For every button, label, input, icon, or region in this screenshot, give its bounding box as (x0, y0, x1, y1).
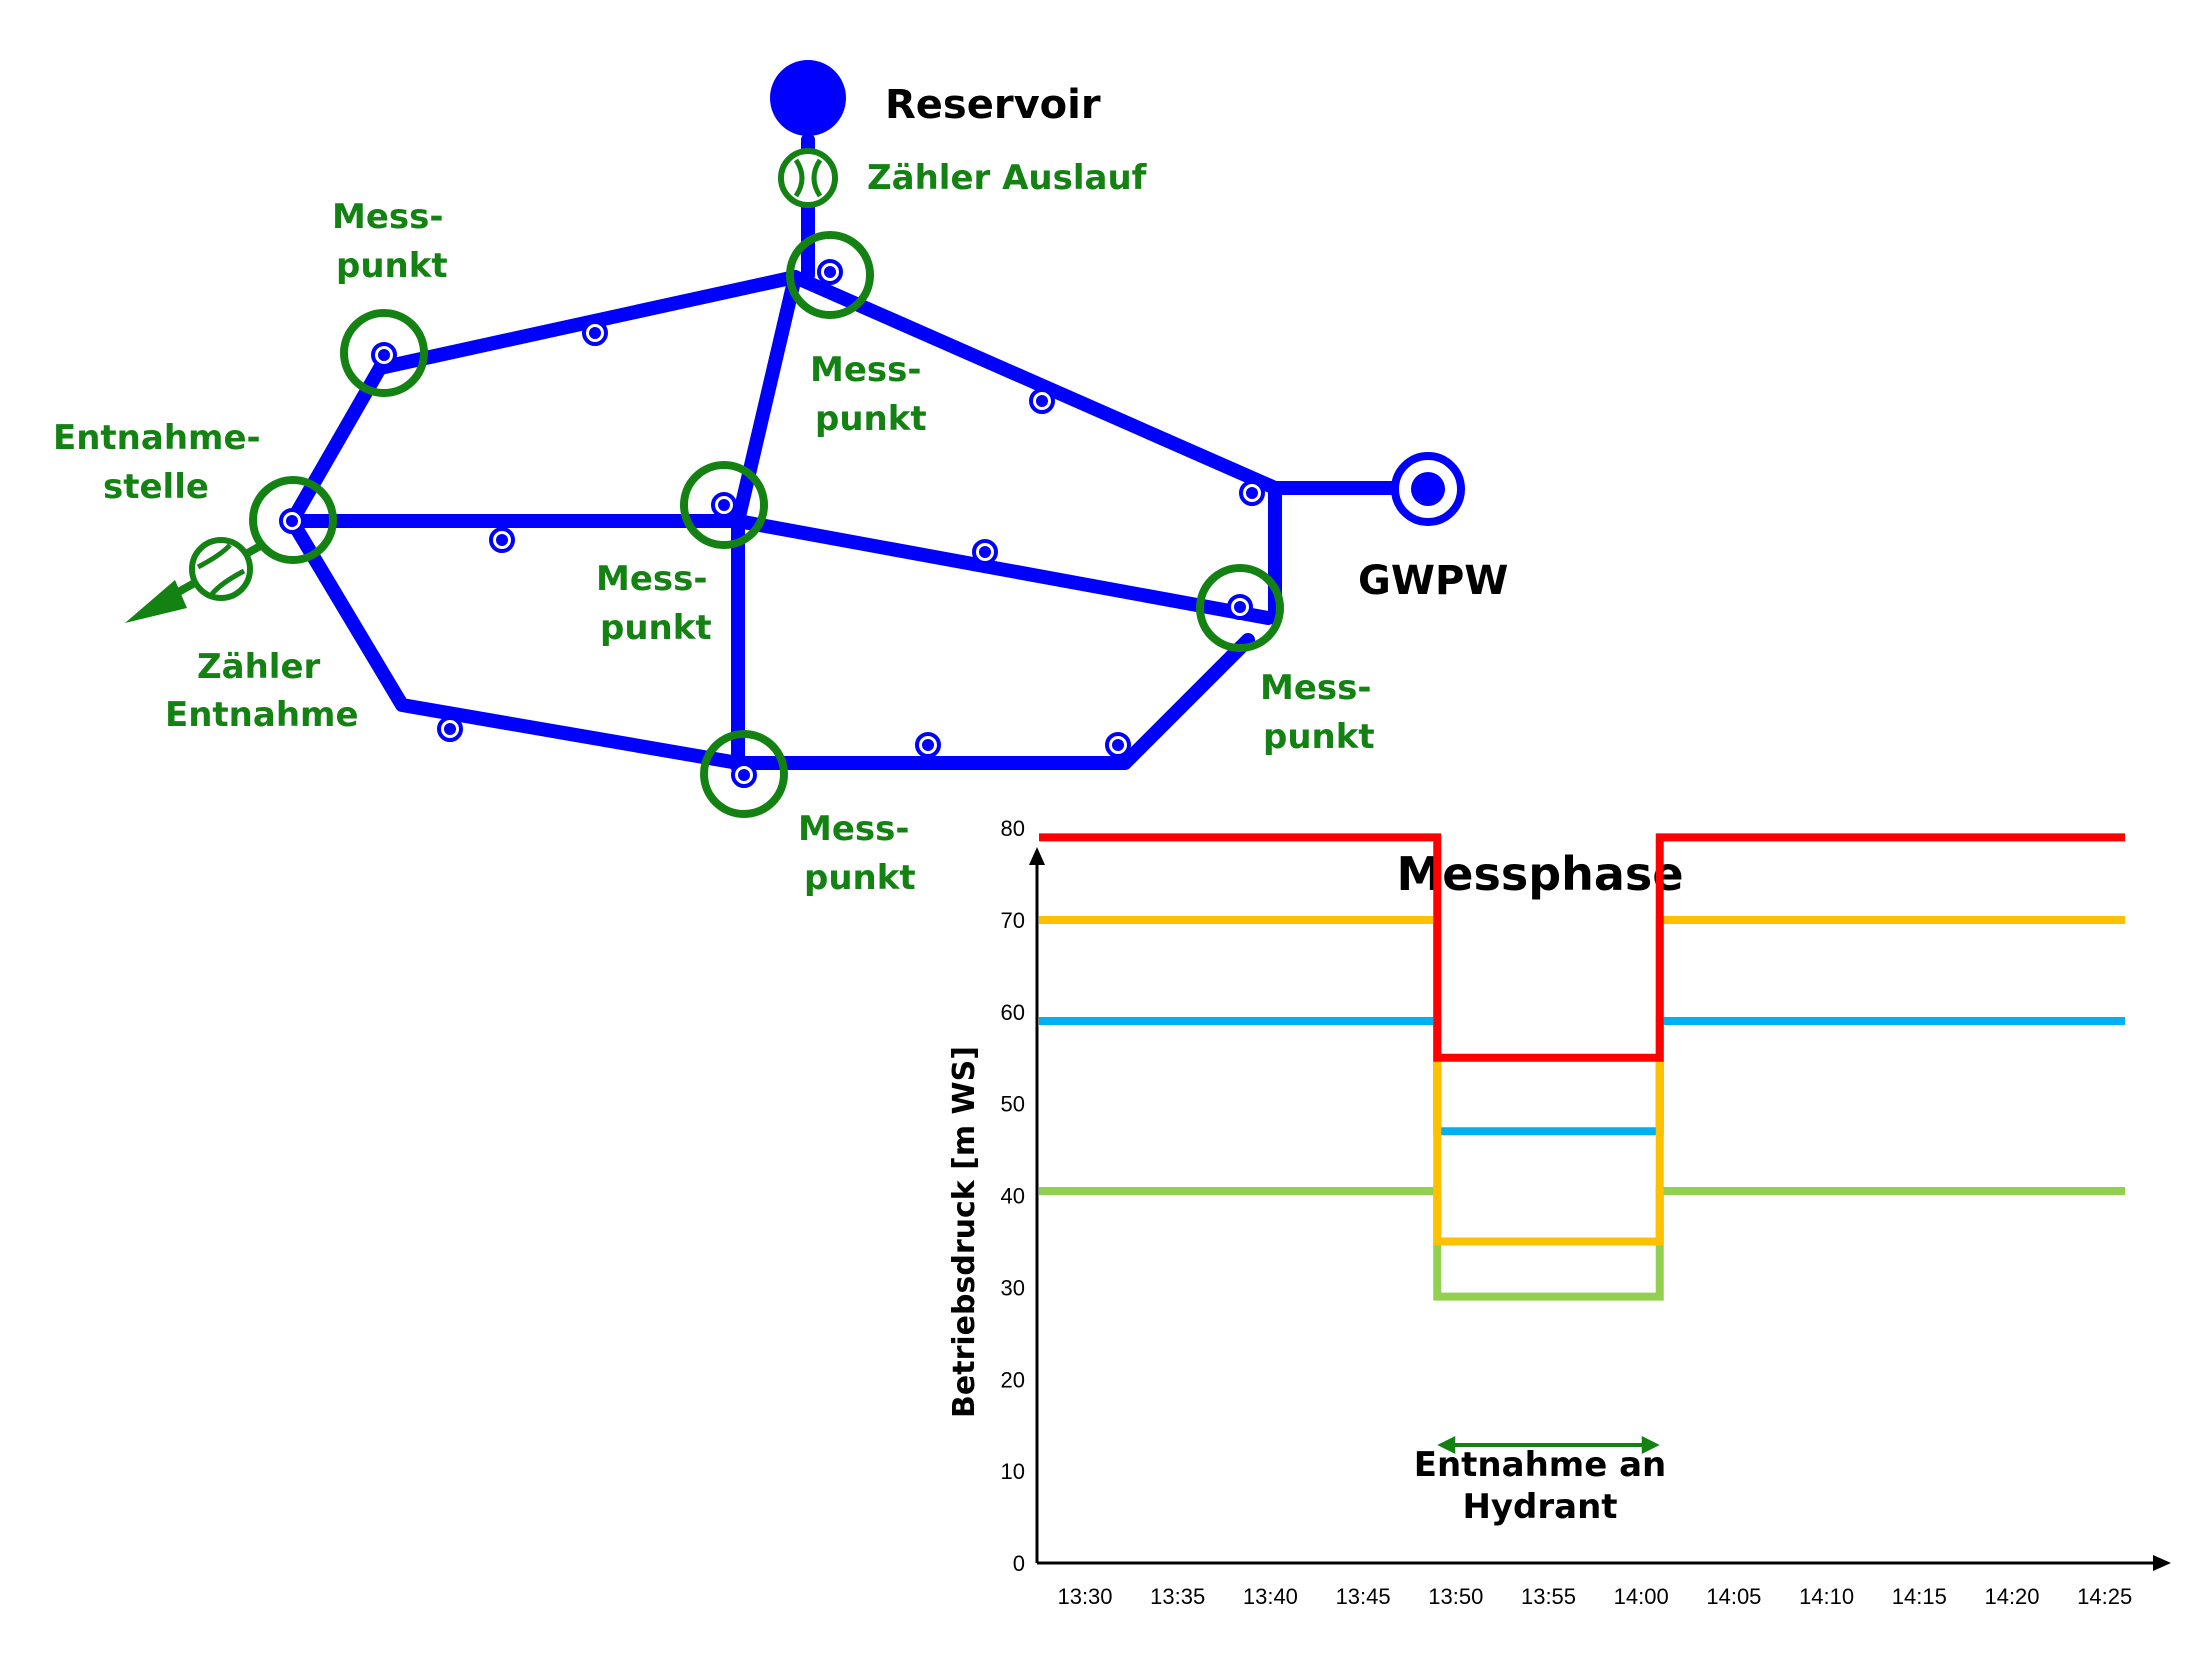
measure-label-top-line2: punkt (815, 399, 927, 439)
measure-label-right-line1: Mess- (1260, 668, 1371, 708)
y-tick-label: 0 (1013, 1551, 1025, 1576)
measure-points (249, 231, 1284, 818)
pressure-chart: Messphase Betriebsdruck [m WS] 0 10 20 30 40… (947, 816, 2171, 1609)
measure-label-bottom-line1: Mess- (798, 809, 909, 849)
y-tick-label: 40 (1001, 1184, 1025, 1209)
chart-axes (1029, 847, 2171, 1571)
x-tick-label: 14:15 (1892, 1584, 1947, 1609)
y-tick-label: 80 (1001, 816, 1025, 841)
x-tick-label: 14:05 (1706, 1584, 1761, 1609)
measure-point-right (1196, 564, 1284, 652)
measure-label-upper-left-line2: punkt (336, 246, 448, 286)
y-tick-label: 30 (1001, 1275, 1025, 1300)
measure-point-center (680, 461, 768, 549)
series-line (1039, 916, 2125, 1246)
flow-meter-extraction-icon (125, 537, 264, 623)
annotation-arrow-right-head (1641, 1436, 1660, 1454)
annotation-arrow-left-head (1437, 1436, 1456, 1454)
measure-label-center-line2: punkt (600, 608, 712, 648)
node-dot (1029, 388, 1055, 414)
x-tick-label: 14:25 (2077, 1584, 2132, 1609)
y-tick-label: 70 (1001, 908, 1025, 933)
pipe-left-lower (285, 514, 1255, 770)
meter-extraction-label-line1: Zähler (197, 647, 321, 687)
series-lines (1039, 833, 2125, 1301)
measure-label-top-line1: Mess- (810, 350, 921, 390)
gwpw-label: GWPW (1358, 558, 1508, 604)
x-tick-label: 13:30 (1057, 1584, 1112, 1609)
chart-title: Messphase (1396, 847, 1683, 901)
node-dot (972, 539, 998, 565)
meter-extraction-label-line2: Entnahme (165, 695, 359, 735)
y-tick-label: 50 (1001, 1092, 1025, 1117)
flow-meter-outlet-icon (778, 148, 838, 208)
series-line (1039, 1017, 2125, 1136)
y-axis-label: Betriebsdruck [m WS] (947, 1046, 982, 1418)
x-tick-label: 13:55 (1521, 1584, 1576, 1609)
x-tick-label: 13:40 (1243, 1584, 1298, 1609)
measure-label-upper-left-line1: Mess- (332, 197, 443, 237)
annotation-line2: Hydrant (1462, 1487, 1617, 1527)
node-dot (437, 716, 463, 742)
drop-annotation: Entnahme an Hydrant (1414, 1436, 1667, 1527)
annotation-line1: Entnahme an (1414, 1445, 1667, 1485)
x-axis-arrow (2153, 1555, 2171, 1571)
reservoir-icon (770, 60, 846, 136)
pipe-middle-diagonal (731, 514, 1275, 625)
node-dot (915, 732, 941, 758)
y-tick-label: 10 (1001, 1459, 1025, 1484)
node-dot (1105, 732, 1131, 758)
x-tick-label: 14:20 (1984, 1584, 2039, 1609)
measure-point-upper-left (340, 309, 428, 397)
y-tick-labels: 0 10 20 30 40 50 60 70 80 (1001, 816, 1025, 1576)
node-dots (437, 320, 1265, 758)
x-tick-label: 13:45 (1336, 1584, 1391, 1609)
y-tick-label: 20 (1001, 1367, 1025, 1392)
measure-label-bottom-line2: punkt (804, 858, 916, 898)
node-dot (1239, 480, 1265, 506)
y-axis-arrow (1029, 847, 1045, 865)
x-tick-label: 14:10 (1799, 1584, 1854, 1609)
node-dot (582, 320, 608, 346)
series-line (1039, 1186, 2125, 1301)
meter-outlet-label: Zähler Auslauf (867, 158, 1148, 198)
y-tick-label: 60 (1001, 1000, 1025, 1025)
extraction-point-label-line2: stelle (103, 467, 209, 507)
x-tick-label: 14:00 (1614, 1584, 1669, 1609)
series-line (1039, 833, 2125, 1062)
node-dot (489, 527, 515, 553)
x-tick-label: 13:35 (1150, 1584, 1205, 1609)
reservoir-label: Reservoir (885, 82, 1101, 128)
extraction-point-label-line1: Entnahme- (53, 418, 261, 458)
measure-label-center-line1: Mess- (596, 559, 707, 599)
measure-point-bottom (700, 730, 788, 818)
pipe-network (285, 133, 1402, 775)
x-tick-label: 13:50 (1428, 1584, 1483, 1609)
measure-point-left (249, 476, 337, 564)
pipe-left-upper (285, 361, 387, 528)
x-tick-labels: 13:30 13:35 13:40 13:45 13:50 13:55 14:00 14:05… (1057, 1584, 2132, 1609)
pipe-top-right (788, 270, 1282, 495)
measure-label-right-line2: punkt (1263, 717, 1375, 757)
gwpw-icon (1391, 452, 1465, 526)
measure-point-top (786, 231, 874, 319)
